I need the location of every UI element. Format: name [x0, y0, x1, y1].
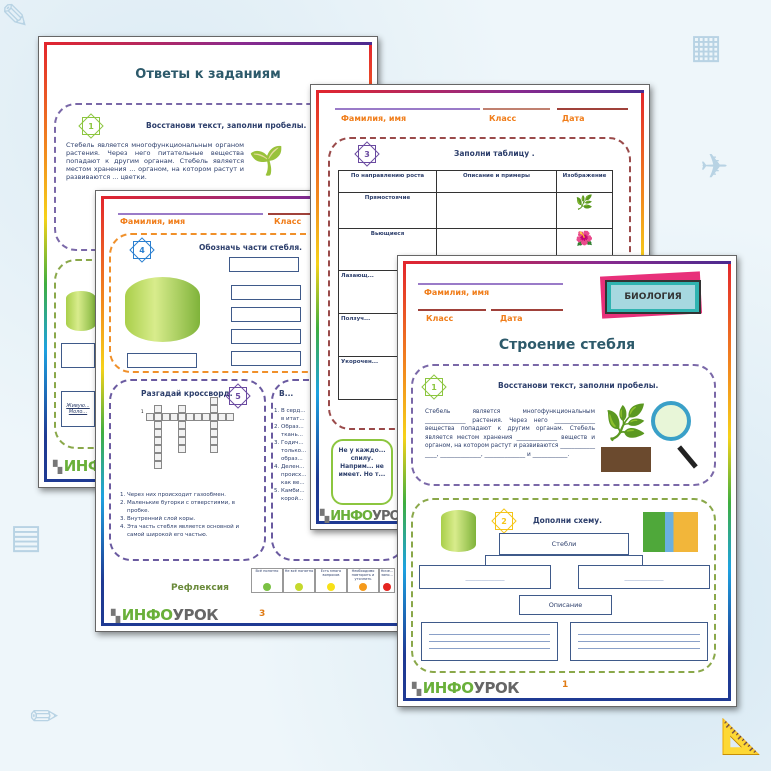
task-title: Восстанови текст, заполни пробелы. [498, 381, 659, 390]
label-box[interactable] [127, 353, 197, 368]
magnifier-handle [677, 445, 698, 469]
label-box[interactable] [229, 257, 299, 272]
label-box[interactable] [231, 351, 301, 366]
crossword-clues: Через них происходит газообмен.Маленькие… [117, 491, 257, 539]
task-number-badge: 4 [131, 239, 153, 261]
magnifier-icon [651, 401, 691, 441]
stem-types-image [643, 512, 698, 552]
name-label: Фамилия, имя [341, 114, 407, 123]
class-label: Класс [274, 217, 302, 226]
task-title: Разгадай кроссворд. [141, 389, 233, 398]
answer-box: Живую... Моло... [61, 391, 95, 427]
page-number: 1 [562, 680, 569, 690]
table-cell[interactable] [436, 192, 557, 229]
reflection-scale[interactable]: Всё понятно Не всё понятно Есть много во… [251, 568, 395, 593]
description-answer-box[interactable] [570, 622, 708, 661]
scheme-branch-box[interactable]: ____________ [419, 565, 551, 589]
description-box: Описание [519, 595, 612, 615]
task6-list: В серд... в итат...Образ... ткань...Годи… [273, 407, 309, 503]
plant-image: 🌿 [601, 406, 651, 472]
date-label: Дата [500, 314, 523, 323]
label-box[interactable] [231, 285, 301, 300]
date-label: Дата [562, 114, 585, 123]
ruler-icon: 📐 [720, 717, 763, 757]
label-box[interactable] [231, 307, 301, 322]
infourok-logo: ▚ИНФОУРОК [111, 606, 219, 624]
note-box: Не у каждо... спилу. Наприм... не имеет.… [331, 439, 393, 505]
worksheet-page-3: Фамилия, имя Класс 4 Обозначь части стеб… [95, 190, 413, 632]
description-answer-box[interactable] [421, 622, 558, 661]
crossword-number: 1 [141, 409, 144, 414]
scheme-root-box: Стебли [499, 533, 629, 555]
task-title: Дополни схему. [533, 516, 602, 525]
page-title: Ответы к заданиям [135, 67, 281, 82]
reflection-title: Рефлексия [171, 583, 229, 593]
task5-panel: Разгадай кроссворд. 5 1 Через них происх… [109, 379, 266, 561]
task-title: В... [279, 389, 294, 398]
pencil-icon: ✏ [30, 697, 59, 737]
page-number: 3 [259, 609, 266, 619]
label-box[interactable] [231, 329, 301, 344]
task2-panel: 2 Дополни схему. Стебли ____________ ___… [411, 498, 716, 673]
task-number-badge: 3 [356, 143, 378, 165]
plant-image: 🌱 [249, 144, 284, 177]
task-number-badge: 2 [493, 510, 515, 532]
scheme-connector [485, 555, 643, 565]
scheme-branch-box[interactable]: ____________ [578, 565, 710, 589]
class-label: Класс [426, 314, 454, 323]
task-title: Обозначь части стебля. [199, 243, 303, 252]
infourok-logo: ▚ИНФОУРОК [320, 509, 410, 524]
calculator-icon: ▦ [690, 27, 723, 67]
name-label: Фамилия, имя [120, 217, 186, 226]
subject-badge: БИОЛОГИЯ [605, 280, 701, 314]
answer-text: Стебель является многофункциональным орг… [66, 141, 244, 181]
stem-cross-section-image [125, 277, 200, 342]
name-label: Фамилия, имя [424, 288, 490, 297]
doodle-icon: ✎ [1, 0, 30, 37]
scheme-box [61, 343, 95, 368]
infourok-logo: ▚ИНФОУРОК [412, 679, 520, 697]
task4-panel: 4 Обозначь части стебля. [109, 233, 409, 373]
worksheet-page-1: Фамилия, имя Класс Дата БИОЛОГИЯ Строени… [397, 255, 737, 707]
task-number-badge: 1 [80, 115, 102, 137]
paper-plane-icon: ✈ [700, 147, 729, 187]
page-title: Строение стебля [498, 337, 636, 353]
stem-image [441, 510, 476, 552]
task-title: Заполни таблицу . [454, 149, 535, 158]
book-icon: ▤ [10, 517, 43, 557]
task1-panel: 1 Восстанови текст, заполни пробелы. Сте… [411, 364, 716, 486]
stem-image [66, 291, 96, 331]
class-label: Класс [489, 114, 517, 123]
task-number-badge: 1 [423, 376, 445, 398]
task-number-badge: 5 [227, 385, 249, 407]
fill-in-text[interactable]: Стебель является многофункциональным ___… [425, 409, 595, 458]
task-title: Восстанови текст, заполни пробелы. [146, 121, 307, 130]
